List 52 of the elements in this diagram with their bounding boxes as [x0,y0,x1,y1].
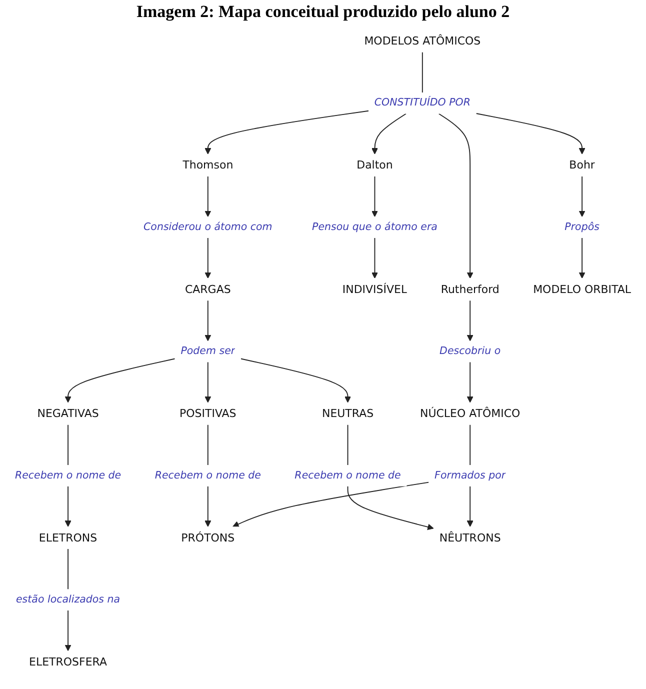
connector [347,424,348,466]
node-text: Recebem o nome de [294,469,401,482]
node-text: NEUTRAS [322,406,374,420]
node-text: Considerou o átomo com [144,221,272,233]
arrow [64,486,72,527]
arrow [578,176,586,217]
arrow [466,300,474,342]
arrow [372,176,378,217]
node-text: Dalton [356,158,393,172]
node-text: estão localizados na [16,594,120,606]
node-text: Bohr [569,158,595,172]
node-text: Thomson [182,158,234,172]
arrow [204,300,212,342]
arrow [240,358,351,403]
diagram-title: Imagem 2: Mapa conceitual produzido pelo aluno 2 [135,2,511,22]
connector [470,424,471,466]
node-text: NÊUTRONS [439,531,501,544]
node-text: MODELO ORBITAL [533,282,632,296]
arrow [466,362,474,403]
connector [207,424,208,466]
arrow [372,113,406,154]
node-text: CARGAS [184,282,231,296]
arrow [372,237,378,279]
node-text: Pensou que o átomo era [312,221,438,233]
arrow [204,110,369,154]
node-text: Descobriu o [440,345,501,357]
node-text: INDIVISÍVEL [342,282,408,296]
arrow [578,237,586,279]
node-text: POSITIVAS [180,406,236,420]
node-text: Recebem o nome de [154,469,261,482]
node-text: CONSTITUÍDO POR [374,96,470,109]
arrow [204,237,212,279]
arrow [204,486,212,527]
node-text: NÚCLEO ATÔMICO [420,406,520,420]
node-text: Recebem o nome de [14,469,122,482]
connector [422,52,423,93]
arrow [466,486,474,527]
node-text: ELETRONS [38,531,98,544]
node-text: Propôs [564,221,600,233]
arrow [232,482,430,528]
arrow [204,176,212,217]
node-text: MODELOS ATÔMICOS [364,34,481,48]
arrow [438,113,474,279]
arrow [64,610,72,652]
arrow [347,486,434,530]
arrow [476,113,586,154]
node-text: Rutherford [440,282,500,296]
node-text: ELETROSFERA [29,655,108,668]
node-text: PRÓTONS [181,531,235,544]
node-text: NEGATIVAS [37,406,99,420]
arrow [64,358,176,403]
arrow [204,362,212,403]
